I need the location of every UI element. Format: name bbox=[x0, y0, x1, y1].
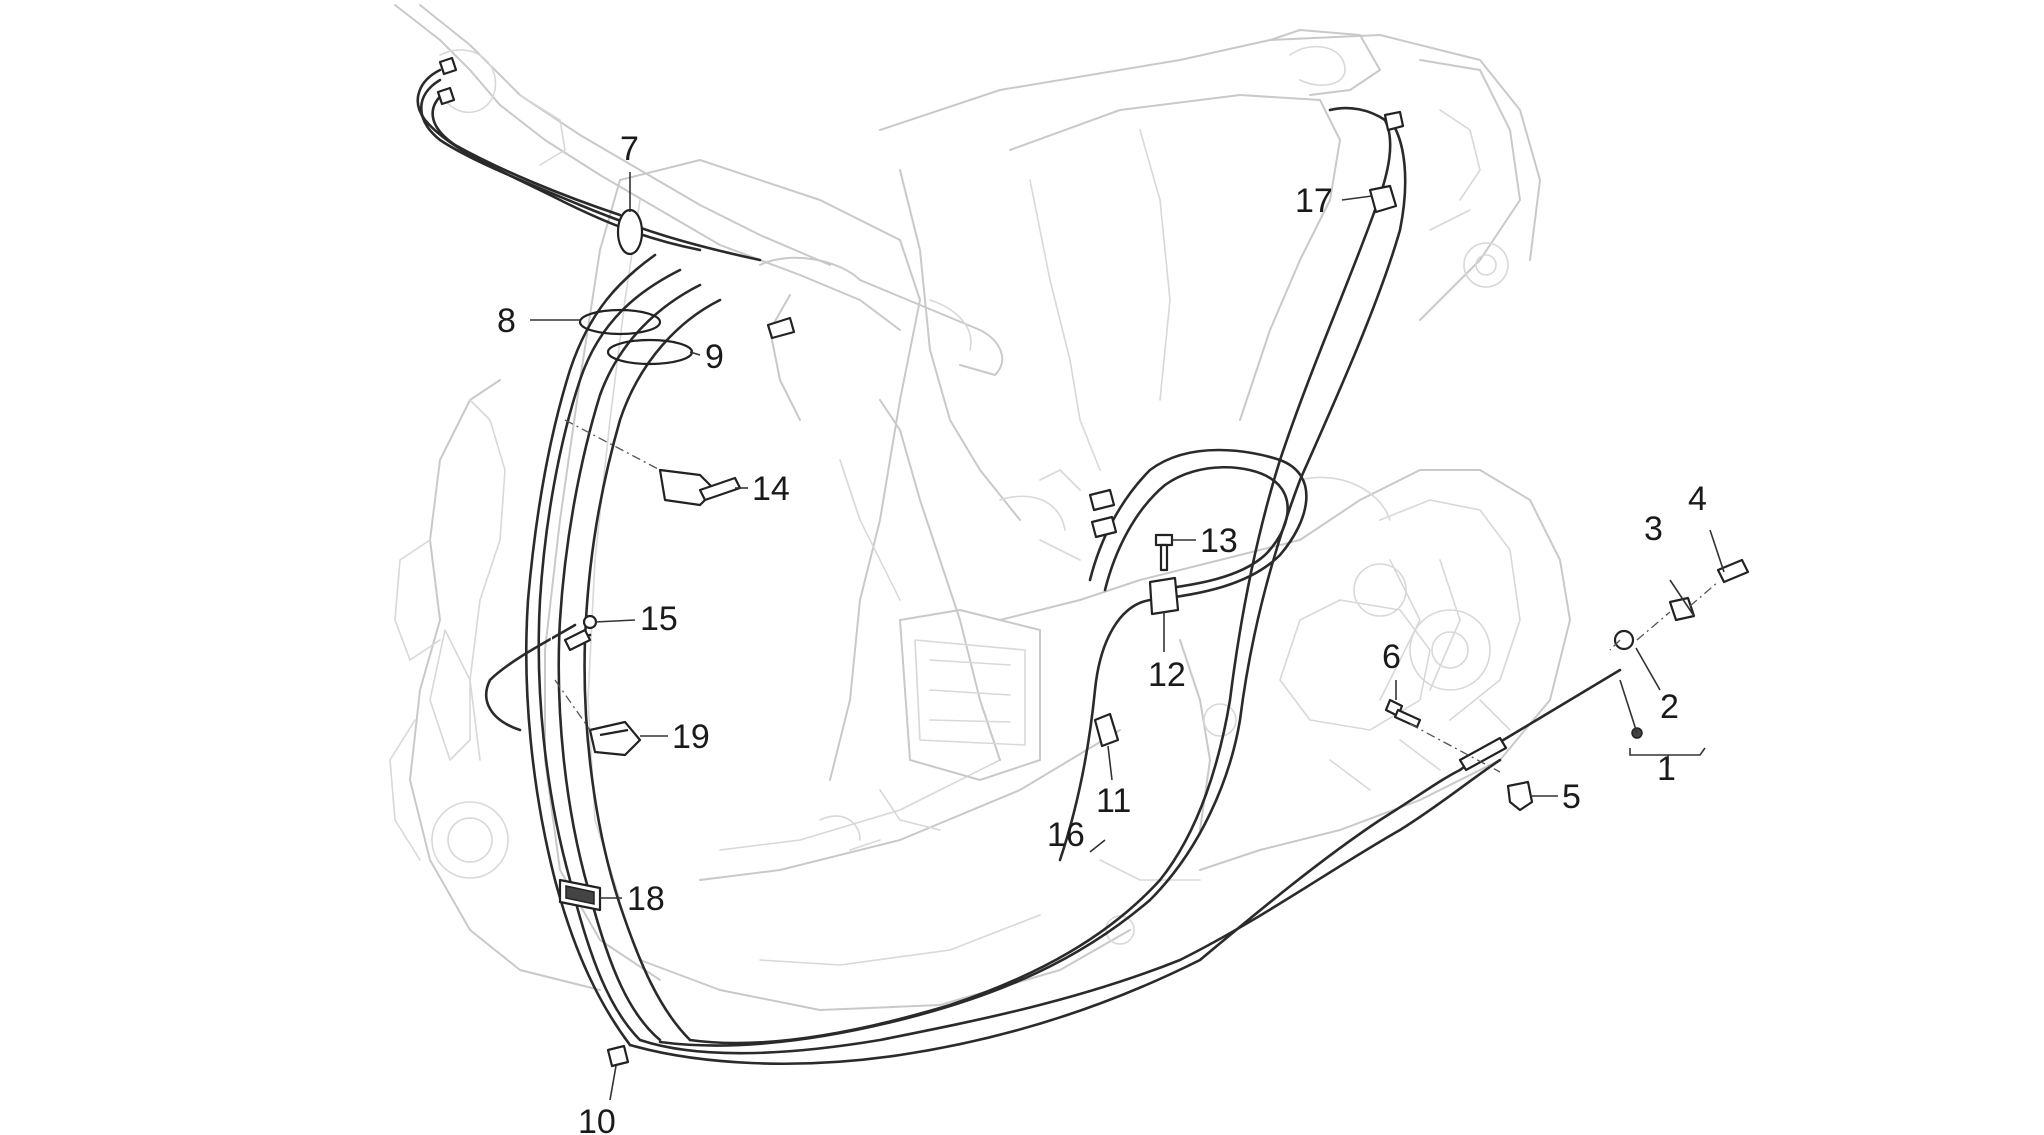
connector-17 bbox=[1368, 184, 1398, 214]
cable-clip-11 bbox=[1093, 712, 1120, 748]
pin-4 bbox=[1716, 558, 1750, 584]
callout-4: 4 bbox=[1688, 480, 1707, 518]
callout-labels: 7 8 9 14 15 19 18 10 11 12 13 16 17 6 5 … bbox=[497, 130, 1707, 1135]
callout-1: 1 bbox=[1657, 750, 1676, 788]
callout-3: 3 bbox=[1644, 510, 1663, 548]
callout-6: 6 bbox=[1382, 638, 1401, 676]
cable-end-15 bbox=[582, 614, 598, 630]
callout-19: 19 bbox=[672, 718, 710, 756]
scooter-frame-drawing bbox=[389, 4, 1571, 1011]
callout-16: 16 bbox=[1047, 816, 1085, 854]
callout-11: 11 bbox=[1096, 782, 1131, 820]
cable-clip-10 bbox=[606, 1044, 630, 1068]
cable-clamp-19 bbox=[588, 720, 642, 757]
callout-5: 5 bbox=[1562, 778, 1581, 816]
leader-lines bbox=[530, 172, 1725, 1101]
callout-14: 14 bbox=[752, 470, 790, 508]
callout-9: 9 bbox=[705, 338, 724, 376]
callout-7: 7 bbox=[620, 130, 639, 168]
callout-2: 2 bbox=[1660, 688, 1679, 726]
callout-13: 13 bbox=[1200, 522, 1238, 560]
callout-8: 8 bbox=[497, 302, 516, 340]
nut-2 bbox=[1613, 629, 1635, 651]
cable-tie-8 bbox=[578, 308, 662, 336]
cable-guide-12 bbox=[1148, 576, 1180, 616]
callout-10: 10 bbox=[578, 1103, 616, 1135]
bushing-3 bbox=[1668, 596, 1696, 622]
callout-15: 15 bbox=[640, 600, 678, 638]
callout-12: 12 bbox=[1148, 656, 1186, 694]
callout-18: 18 bbox=[627, 880, 665, 918]
callout-17: 17 bbox=[1295, 182, 1333, 220]
cable-ring-clip-7 bbox=[616, 208, 644, 256]
control-cables bbox=[416, 68, 1622, 1066]
clip-5 bbox=[1506, 780, 1534, 812]
bolt-13 bbox=[1154, 533, 1174, 547]
clutch-cable-1 bbox=[1458, 736, 1508, 772]
